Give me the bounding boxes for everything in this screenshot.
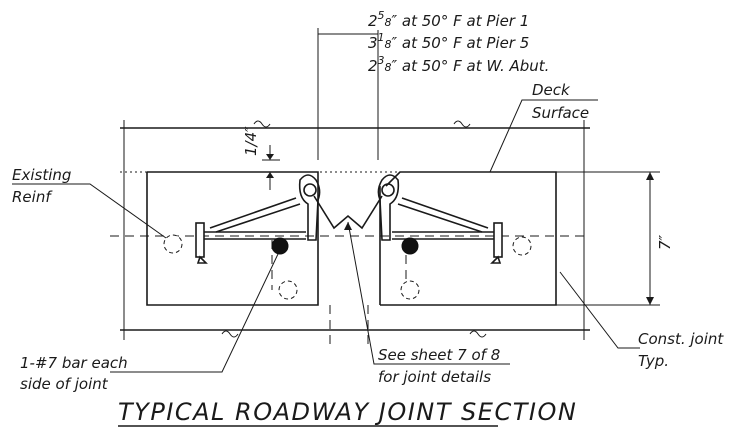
- sheet-leader-arrow: [344, 222, 352, 230]
- left-steel-extrusion: [298, 174, 321, 241]
- dim-arrow: [266, 154, 274, 160]
- right-anchor-foot: [490, 255, 502, 264]
- break-mark: [221, 330, 239, 338]
- existing-label-line1: Existing: [12, 166, 71, 184]
- quarter-inch-label: 1/4″: [242, 126, 260, 156]
- dim-arrow: [646, 297, 654, 305]
- gap-note-wabut: 238″ at 50° F at W. Abut.: [368, 54, 549, 75]
- deck-leader: [489, 99, 598, 173]
- existing-bar-bottom-right: [400, 280, 420, 300]
- right-anchor-stud: [401, 197, 489, 229]
- left-extrusion-cavity: [303, 183, 317, 197]
- right-steel-extrusion: [377, 174, 400, 241]
- sheet-leader: [347, 221, 510, 365]
- const-joint-callout: Const. joint Typ.: [559, 271, 724, 370]
- const-label-line1: Const. joint: [638, 330, 724, 348]
- gap-note-pier1: 258″ at 50° F at Pier 1: [368, 9, 529, 30]
- bar-label-line2: side of joint: [20, 375, 109, 393]
- quarter-inch-dimension: 1/4″: [242, 126, 280, 190]
- deck-surface-callout: Deck Surface: [489, 81, 598, 173]
- deck-outline: [120, 120, 590, 340]
- new-bar-left: [271, 237, 289, 255]
- right-extrusion-cavity: [381, 183, 395, 197]
- right-anchor-plate: [493, 222, 503, 258]
- deck-label-line1: Deck: [532, 81, 571, 99]
- strip-seal-gland: [313, 195, 383, 230]
- left-blockout-outline: [146, 171, 319, 306]
- sheet-label-line2: for joint details: [378, 368, 491, 386]
- bar-callout: 1-#7 bar each side of joint: [20, 253, 279, 393]
- existing-bar-bottom-left: [278, 280, 298, 300]
- left-anchor-stud: [209, 197, 297, 229]
- left-blockout: [146, 171, 319, 306]
- dim-arrow: [646, 172, 654, 180]
- left-anchor-foot: [196, 255, 208, 264]
- existing-reinf-callout: Existing Reinf: [12, 166, 167, 239]
- reinforcing-bars: [163, 234, 532, 300]
- existing-bar-left: [163, 234, 183, 254]
- drawing-title: TYPICAL ROADWAY JOINT SECTION: [118, 398, 577, 426]
- const-label-line2: Typ.: [638, 352, 669, 370]
- seven-inch-dimension: 7″: [556, 171, 674, 306]
- sheet-label-line1: See sheet 7 of 8: [378, 346, 500, 364]
- deck-label-line2: Surface: [532, 104, 589, 122]
- existing-leader: [12, 183, 167, 239]
- left-anchor-plate: [195, 222, 205, 258]
- gap-dimension-notes: 258″ at 50° F at Pier 1 318″ at 50° F at…: [317, 9, 549, 160]
- expansion-joint-device: [195, 174, 503, 264]
- left-anchor-stud: [215, 203, 301, 233]
- right-anchor-stud: [397, 203, 483, 233]
- bar-label-line1: 1-#7 bar each: [20, 354, 128, 372]
- gap-note-pier5: 318″ at 50° F at Pier 5: [368, 31, 529, 52]
- break-mark: [469, 330, 487, 338]
- existing-bar-right: [512, 236, 532, 256]
- dim-arrow: [266, 172, 274, 178]
- bar-leader: [110, 253, 279, 373]
- seven-inch-label: 7″: [656, 234, 674, 250]
- break-mark: [253, 120, 271, 128]
- break-mark: [453, 120, 471, 128]
- sheet-reference-callout: See sheet 7 of 8 for joint details: [344, 221, 510, 386]
- new-bar-right: [401, 237, 419, 255]
- const-leader: [559, 271, 640, 349]
- existing-label-line2: Reinf: [12, 188, 53, 206]
